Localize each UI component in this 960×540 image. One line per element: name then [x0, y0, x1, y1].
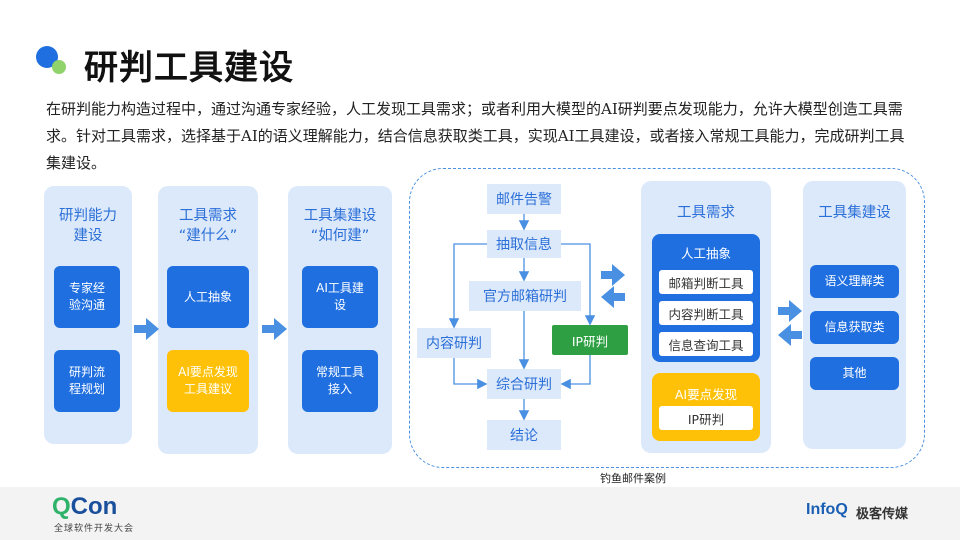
arrow-flow-to-needs: [601, 264, 625, 286]
title-bullet-accent-icon: [52, 60, 66, 74]
arrow-col2-to-col3: [262, 318, 287, 340]
content-judge-tool: 内容判断工具: [659, 301, 753, 325]
ip-judge-tool: IP研判: [659, 406, 753, 430]
info-query-tool: 信息查询工具: [659, 332, 753, 356]
column-capability-title: 研判能力 建设: [59, 208, 117, 244]
arrow-toolset-to-needs: [778, 324, 802, 346]
column-capability: 研判能力 建设 专家经 验沟通 研判流 程规划: [44, 186, 132, 444]
toolset-title: 工具集建设: [818, 205, 891, 221]
ai-suggestion-box: AI要点发现 工具建议: [167, 350, 249, 412]
tool-needs-title: 工具需求: [677, 205, 735, 221]
line-content-to-combined: [453, 358, 488, 390]
column-toolset-title: 工具集建设 “如何建”: [303, 208, 377, 244]
other-tools-box: 其他: [810, 357, 899, 390]
info-fetch-tools-box: 信息获取类: [810, 311, 899, 344]
flow-conclusion: 结论: [487, 420, 561, 450]
footer-bar: [0, 487, 960, 540]
case-caption: 钓鱼邮件案例: [600, 472, 666, 485]
process-planning-box: 研判流 程规划: [54, 350, 120, 412]
infoq-brand-text: 极客传媒: [856, 507, 909, 522]
column-toolset: 工具集建设 “如何建” AI工具建 设 常规工具 接入: [288, 186, 392, 454]
arrow-col1-to-col2: [134, 318, 159, 340]
ai-tool-build-box: AI工具建 设: [302, 266, 378, 328]
flow-content-judge: 内容研判: [417, 328, 491, 358]
semantic-tools-box: 语义理解类: [810, 265, 899, 298]
infoq-logo: InfoQ: [806, 501, 848, 518]
flow-extract-info: 抽取信息: [487, 230, 561, 258]
qcon-logo-q: Q: [52, 493, 71, 520]
line-extract-to-ip: [561, 243, 596, 326]
arrow-needs-to-flow: [601, 286, 625, 308]
mail-judge-tool: 邮箱判断工具: [659, 270, 753, 294]
flow-official-mail: 官方邮箱研判: [469, 281, 581, 311]
case-study-region: [409, 168, 925, 468]
regular-tool-access-box: 常规工具 接入: [302, 350, 378, 412]
line-ip-to-combined: [560, 355, 591, 390]
flow-ip-judge: IP研判: [552, 325, 628, 355]
flow-email-alert: 邮件告警: [487, 184, 561, 214]
qcon-logo-text: Con: [70, 493, 118, 520]
arrow-needs-to-toolset: [778, 300, 802, 322]
qcon-logo: QCon: [52, 493, 117, 521]
qcon-subtitle: 全球软件开发大会: [54, 524, 135, 534]
flow-combined-judge: 综合研判: [487, 369, 561, 399]
manual-abstraction-box: 人工抽象: [167, 266, 249, 328]
page-title: 研判工具建设: [84, 48, 294, 88]
ai-discovery-title: AI要点发现: [674, 387, 738, 402]
column-needs-title: 工具需求 “建什么”: [178, 208, 238, 244]
expert-communication-box: 专家经 验沟通: [54, 266, 120, 328]
line-extract-to-content: [448, 243, 487, 329]
intro-paragraph: 在研判能力构造过程中，通过沟通专家经验，人工发现工具需求；或者利用大模型的AI研…: [46, 100, 905, 172]
manual-abstraction-title: 人工抽象: [680, 246, 731, 261]
column-needs: 工具需求 “建什么” 人工抽象 AI要点发现 工具建议: [158, 186, 258, 454]
